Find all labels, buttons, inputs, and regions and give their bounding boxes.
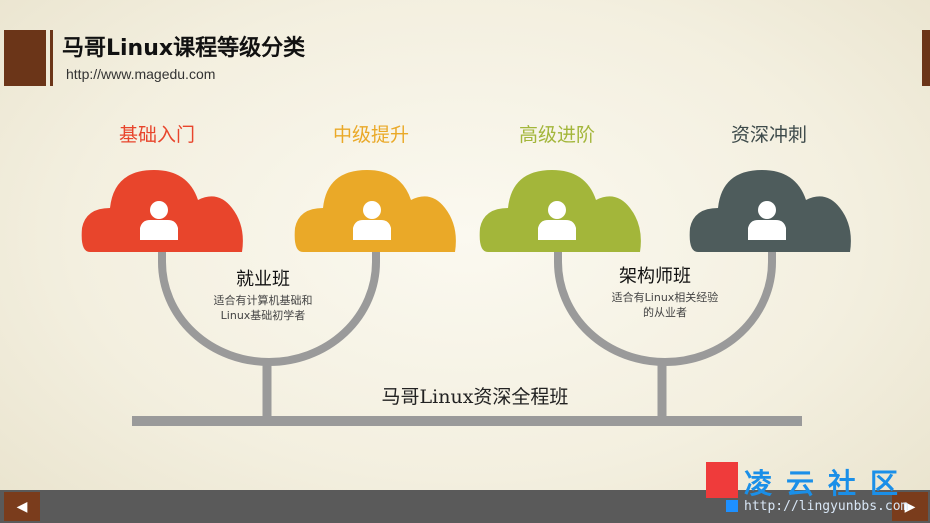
cloud-intermediate xyxy=(294,170,456,252)
watermark-logo-red xyxy=(706,462,738,498)
stage-label-intermediate: 中级提升 xyxy=(332,124,409,146)
base-bar xyxy=(132,416,802,426)
cloud-advanced xyxy=(479,170,641,252)
prev-slide-button[interactable]: ◀ xyxy=(4,492,40,521)
watermark-url[interactable]: http://lingyunbbs.com xyxy=(744,499,909,514)
person-icon xyxy=(140,201,178,240)
desc-line: 适合有计算机基础和 xyxy=(213,294,313,307)
stage-label-advanced: 高级进阶 xyxy=(518,124,595,146)
cloud-senior xyxy=(689,170,851,252)
desc-line: 的从业者 xyxy=(643,306,687,319)
class-name-architect: 架构师班 xyxy=(619,266,691,287)
bottom-bar xyxy=(0,490,930,523)
right-accent-bar xyxy=(922,30,930,86)
desc-line: 适合有Linux相关经验 xyxy=(611,291,719,304)
connector-arc-left xyxy=(158,250,380,366)
main-class-label: 马哥Linux资深全程班 xyxy=(381,386,569,408)
person-icon xyxy=(748,201,786,240)
person-icon xyxy=(538,201,576,240)
watermark-logo-blue xyxy=(726,500,738,512)
connector-arc-right xyxy=(554,250,776,366)
next-slide-button[interactable]: ▶ xyxy=(892,492,928,521)
left-accent-line xyxy=(50,30,53,86)
page-title: 马哥Linux课程等级分类 xyxy=(62,36,306,61)
stage-label-basic: 基础入门 xyxy=(118,124,195,146)
class-desc-architect: 适合有Linux相关经验 的从业者 xyxy=(585,290,745,320)
left-accent-bar xyxy=(4,30,46,86)
cloud-basic xyxy=(81,170,243,252)
stage-label-senior: 资深冲刺 xyxy=(730,124,807,146)
site-url: http://www.magedu.com xyxy=(66,66,216,82)
class-name-employment: 就业班 xyxy=(236,269,290,290)
person-icon xyxy=(353,201,391,240)
class-desc-employment: 适合有计算机基础和 Linux基础初学者 xyxy=(190,293,336,323)
watermark-text: 凌云社区 xyxy=(744,467,913,500)
desc-line: Linux基础初学者 xyxy=(220,309,306,322)
